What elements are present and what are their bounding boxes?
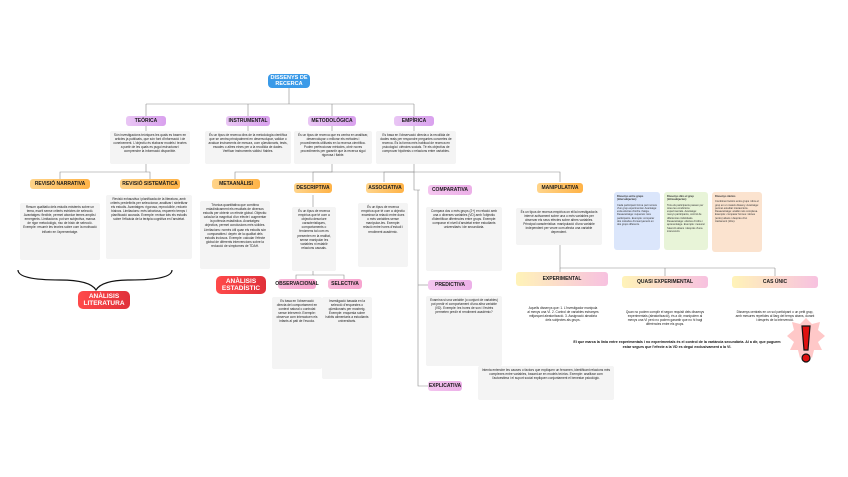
node-experimental: EXPERIMENTAL xyxy=(516,272,608,286)
node-associativa: ASSOCIATIVA xyxy=(366,183,404,193)
card-entre-grups-body: Cada participant forma part només d'un g… xyxy=(617,203,657,227)
predictiva-description: Examina si una variable (o conjunt de va… xyxy=(426,296,502,366)
teorica-description: Són investigacions teòriques les quals e… xyxy=(110,131,190,164)
experimental-description: Aquells dissenys que: 1. L'investigador … xyxy=(524,304,602,326)
node-selectiva: SELECTIVA xyxy=(328,279,362,289)
key-note: El que marca la línia entre experimental… xyxy=(573,340,781,349)
analisis-estadistic-label: ANÀLISIS ESTADÍSTIC xyxy=(216,276,266,294)
card-entre-grups: Dissenys entre grups (intersubjectes) Ca… xyxy=(614,192,660,250)
diagram-title: DISSENYS DE RECERCA xyxy=(268,74,310,88)
metaanalisi-description: Tècnica quantitativa que combina estadís… xyxy=(200,201,270,269)
node-predictiva: PREDICTIVA xyxy=(428,280,472,290)
node-explicativa: EXPLICATIVA xyxy=(428,381,462,391)
card-mixtos-title: Dissenys mixtos xyxy=(715,195,736,198)
instrumental-description: És un tipus de recerca dins de la metodo… xyxy=(205,131,291,164)
node-instrumental: INSTRUMENTAL xyxy=(226,116,270,126)
card-mixtos: Dissenys mixtos Combinen factors entre g… xyxy=(712,192,762,252)
node-revisio-narrativa: REVISIÓ NARRATIVA xyxy=(30,179,90,189)
observacional-description: Es basa en l'observació directa del comp… xyxy=(272,297,322,369)
node-observacional: OBSERVACIONAL xyxy=(275,279,319,289)
node-revisio-sistematica: REVISIÓ SISTEMÀTICA xyxy=(120,179,180,189)
cas-unic-description: Dissenys centrats en un sol participant … xyxy=(732,308,818,326)
node-empirica: EMPÍRICA xyxy=(394,116,434,126)
node-cas-unic: CAS ÚNIC xyxy=(732,276,818,288)
card-mixtos-body: Combinen factors entre grups i dins el g… xyxy=(715,200,759,224)
card-dins-grup-title: Dissenys dins el grup (intrasubjectes) xyxy=(667,195,694,202)
revisio-narrativa-description: Resum qualitatiu dels estudis existents … xyxy=(20,203,100,260)
node-manipulativa: MANIPULATIVA xyxy=(537,183,583,193)
card-dins-grup: Dissenys dins el grup (intrasubjectes) T… xyxy=(664,192,708,250)
selectiva-description: Investigació basada en la selecció d'enq… xyxy=(322,297,372,379)
explicativa-description: Intenta entendre les causes o factors qu… xyxy=(478,366,614,400)
manipulativa-description: És un tipus de recerca empírica on el/la… xyxy=(516,208,602,245)
exclamation-icon xyxy=(787,318,825,363)
card-entre-grups-title: Dissenys entre grups (intersubjectes) xyxy=(617,195,644,202)
comparativa-description: Compara dos o més grups (2+) en relació … xyxy=(426,207,502,271)
analisis-literatura-label: ANÀLISIS LITERATURA xyxy=(78,291,130,309)
quasi-experimental-description: Quan no podem complir el segon requisit … xyxy=(622,308,708,330)
descriptiva-description: És un tipus de recerca empírica que té c… xyxy=(292,207,336,271)
node-metaanalisi: METAANÀLISI xyxy=(212,179,260,189)
node-comparativa: COMPARATIVA xyxy=(428,185,472,195)
associativa-description: És un tipus de recerca empírica que té c… xyxy=(358,203,408,267)
node-descriptiva: DESCRIPTIVA xyxy=(294,183,332,193)
revisio-sistematica-description: Revisió exhaustiva i planificada de la l… xyxy=(106,195,192,259)
card-dins-grup-body: Tots els participants passen per totes l… xyxy=(667,203,705,233)
node-teorica: TEÒRICA xyxy=(126,116,166,126)
metodologica-description: És un tipus de recerca que es centra en … xyxy=(294,131,372,164)
node-metodologica: METODOLÒGICA xyxy=(308,116,356,126)
empirica-description: Es basa en l'observació directa o la rec… xyxy=(376,131,456,164)
node-quasi-experimental: QUASI EXPERIMENTAL xyxy=(622,276,708,288)
